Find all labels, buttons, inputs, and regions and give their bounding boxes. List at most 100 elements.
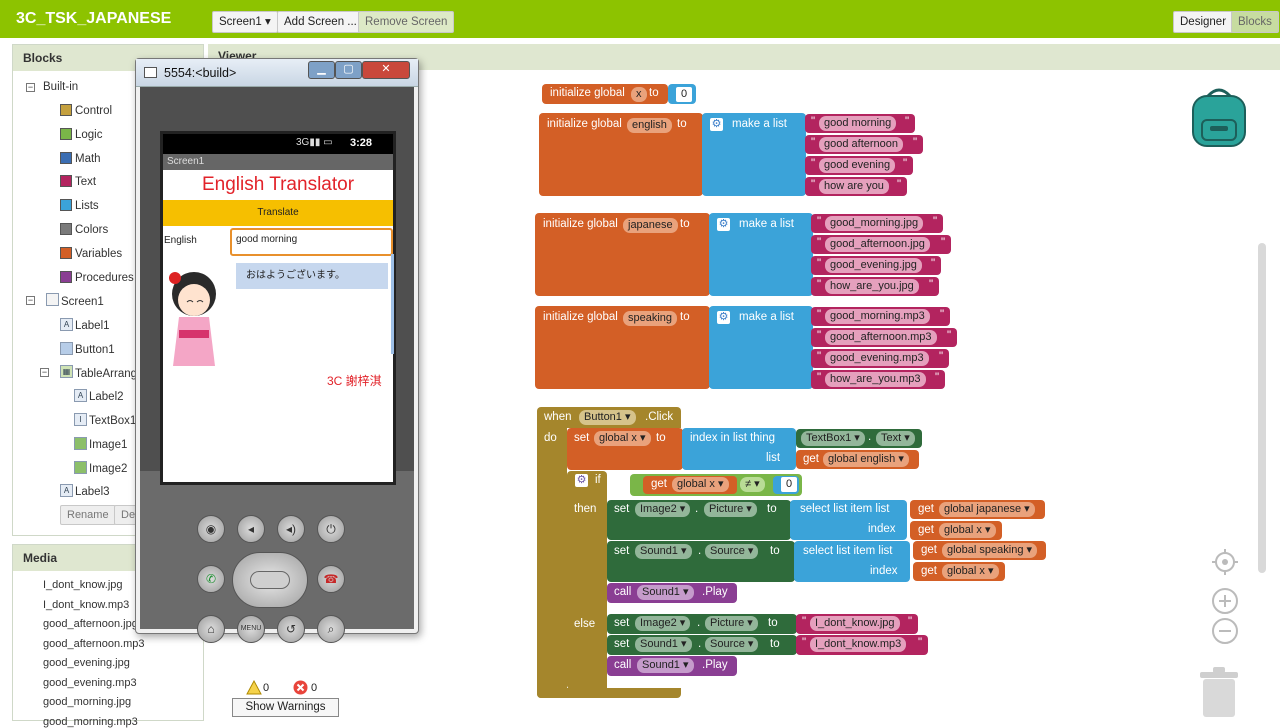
global-english-dropdown[interactable]: global english ▾: [823, 452, 909, 467]
global-x-dropdown[interactable]: global x ▾: [939, 523, 996, 538]
text-item-block[interactable]: "good evening": [805, 156, 913, 175]
category-variables[interactable]: Variables: [75, 247, 123, 260]
textbox-text-block[interactable]: TextBox1 ▾ . Text ▾: [796, 429, 922, 448]
init-global-speaking-block[interactable]: initialize global speaking to: [535, 306, 710, 389]
sound1-dropdown[interactable]: Sound1 ▾: [637, 585, 694, 600]
camera-icon[interactable]: ◉: [197, 515, 225, 543]
category-lists[interactable]: Lists: [75, 200, 99, 213]
tree-label2[interactable]: Label2: [89, 391, 124, 403]
text-item-block[interactable]: "good_evening.jpg": [811, 256, 941, 275]
text-dont-know-jpg-block[interactable]: " I_dont_know.jpg ": [796, 614, 918, 634]
text-value[interactable]: good_afternoon.mp3: [825, 330, 937, 345]
number-value[interactable]: 0: [781, 477, 798, 492]
make-list-block[interactable]: ⚙ make a list: [702, 113, 806, 196]
text-item-block[interactable]: "how are you": [805, 177, 907, 196]
category-control[interactable]: Control: [75, 105, 113, 117]
media-file-item[interactable]: good_morning.mp3: [43, 715, 138, 728]
text-item-block[interactable]: "good morning": [805, 114, 915, 133]
when-click-block[interactable]: when Button1 ▾ .Click: [537, 407, 681, 428]
global-x-dropdown[interactable]: global x ▾: [594, 431, 651, 446]
translate-button[interactable]: Translate: [163, 200, 393, 226]
maximize-icon[interactable]: ▢: [335, 61, 362, 79]
select-list-item-block[interactable]: select list item list index: [790, 500, 907, 540]
get-global-x-block[interactable]: get global x ▾: [643, 476, 737, 494]
var-name-x[interactable]: x: [631, 87, 647, 102]
center-target-icon[interactable]: [1210, 547, 1240, 577]
text-item-block[interactable]: "good afternoon": [805, 135, 923, 154]
category-colors[interactable]: Colors: [75, 224, 109, 236]
number-block[interactable]: 0: [668, 84, 696, 104]
power-icon[interactable]: ⏻: [317, 515, 345, 543]
blocks-button[interactable]: Blocks: [1231, 11, 1279, 33]
button1-dropdown[interactable]: Button1 ▾: [579, 410, 636, 425]
picture-dropdown[interactable]: Picture ▾: [705, 616, 758, 631]
close-icon[interactable]: ✕: [362, 61, 410, 79]
textbox1-dropdown[interactable]: TextBox1 ▾: [801, 431, 865, 446]
gear-icon[interactable]: ⚙: [717, 218, 730, 231]
category-logic[interactable]: Logic: [75, 128, 103, 141]
var-name-japanese[interactable]: japanese: [623, 218, 678, 233]
text-value[interactable]: good_evening.jpg: [825, 258, 922, 273]
number-block[interactable]: 0: [773, 476, 799, 494]
end-call-icon[interactable]: ☎: [317, 565, 345, 593]
source-dropdown[interactable]: Source ▾: [705, 637, 759, 652]
media-file-item[interactable]: good_afternoon.jpg: [43, 618, 138, 630]
sound1-dropdown[interactable]: Sound1 ▾: [635, 544, 692, 559]
image2-dropdown[interactable]: Image2 ▾: [635, 616, 691, 631]
text-item-block[interactable]: "good_afternoon.jpg": [811, 235, 951, 254]
select-list-item-block[interactable]: select list item list index: [794, 541, 910, 582]
category-math[interactable]: Math: [75, 152, 101, 165]
media-file-item[interactable]: good_evening.jpg: [43, 657, 130, 669]
screen-select[interactable]: Screen1 ▾: [212, 11, 278, 33]
zoom-in-icon[interactable]: [1210, 586, 1240, 616]
make-list-block[interactable]: ⚙ make a list: [709, 213, 813, 296]
global-x-dropdown[interactable]: global x ▾: [672, 477, 729, 492]
global-speaking-dropdown[interactable]: global speaking ▾: [942, 543, 1038, 558]
text-dropdown[interactable]: Text ▾: [876, 431, 915, 446]
search-icon[interactable]: ⌕: [317, 615, 345, 643]
text-value[interactable]: good_morning.mp3: [825, 309, 930, 324]
volume-up-icon[interactable]: ◂): [277, 515, 305, 543]
call-sound1-play-block[interactable]: call Sound1 ▾ .Play: [607, 583, 737, 603]
emulator-titlebar[interactable]: 5554:<build> ▁ ▢ ✕: [136, 59, 418, 87]
text-value[interactable]: I_dont_know.mp3: [810, 637, 907, 652]
dpad-center-button[interactable]: [250, 571, 290, 589]
if-block-column[interactable]: ⚙ if then else: [567, 471, 607, 689]
home-icon[interactable]: ⌂: [197, 615, 225, 643]
text-item-block[interactable]: "good_morning.mp3": [811, 307, 950, 326]
minimize-icon[interactable]: ▁: [308, 61, 335, 79]
designer-button[interactable]: Designer: [1173, 11, 1234, 33]
emulator-window[interactable]: 5554:<build> ▁ ▢ ✕ 3G▮▮ ▭ 3:28 Screen1 E…: [135, 58, 419, 643]
collapse-icon[interactable]: −: [26, 82, 35, 92]
text-item-block[interactable]: "good_evening.mp3": [811, 349, 949, 368]
number-value[interactable]: 0: [676, 87, 693, 102]
text-item-block[interactable]: "good_afternoon.mp3": [811, 328, 957, 347]
set-global-x-block[interactable]: set global x ▾ to: [567, 428, 683, 470]
tree-tablearrangement[interactable]: TableArrange: [75, 368, 144, 380]
text-value[interactable]: good_morning.jpg: [825, 216, 924, 231]
init-global-japanese-block[interactable]: initialize global japanese to: [535, 213, 710, 296]
set-sound1-source-block[interactable]: set Sound1 ▾ . Source ▾ to: [607, 541, 795, 582]
text-dont-know-mp3-block[interactable]: " I_dont_know.mp3 ": [796, 635, 928, 655]
set-sound1-source-block[interactable]: set Sound1 ▾ . Source ▾ to: [607, 635, 797, 655]
gear-icon[interactable]: ⚙: [717, 311, 730, 324]
trash-icon[interactable]: [1198, 666, 1240, 718]
get-global-japanese-block[interactable]: get global japanese ▾: [910, 500, 1045, 519]
sound1-dropdown[interactable]: Sound1 ▾: [637, 658, 694, 673]
index-in-list-block[interactable]: index in list thing list: [682, 428, 796, 470]
phone-screen[interactable]: 3G▮▮ ▭ 3:28 Screen1 English Translator T…: [160, 131, 396, 485]
make-list-block[interactable]: ⚙ make a list: [709, 306, 813, 389]
gear-icon[interactable]: ⚙: [575, 474, 588, 487]
category-procedures[interactable]: Procedures: [75, 271, 134, 284]
get-global-speaking-block[interactable]: get global speaking ▾: [913, 541, 1046, 560]
source-dropdown[interactable]: Source ▾: [705, 544, 759, 559]
text-value[interactable]: how are you: [819, 179, 889, 194]
text-value[interactable]: how_are_you.mp3: [825, 372, 926, 387]
tree-image2[interactable]: Image2: [89, 463, 128, 475]
get-global-x-block[interactable]: get global x ▾: [910, 521, 1002, 540]
var-name-english[interactable]: english: [627, 118, 672, 133]
image2-dropdown[interactable]: Image2 ▾: [635, 502, 691, 517]
remove-screen-button[interactable]: Remove Screen: [358, 11, 455, 33]
category-text[interactable]: Text: [75, 176, 97, 189]
text-value[interactable]: good_afternoon.jpg: [825, 237, 930, 252]
